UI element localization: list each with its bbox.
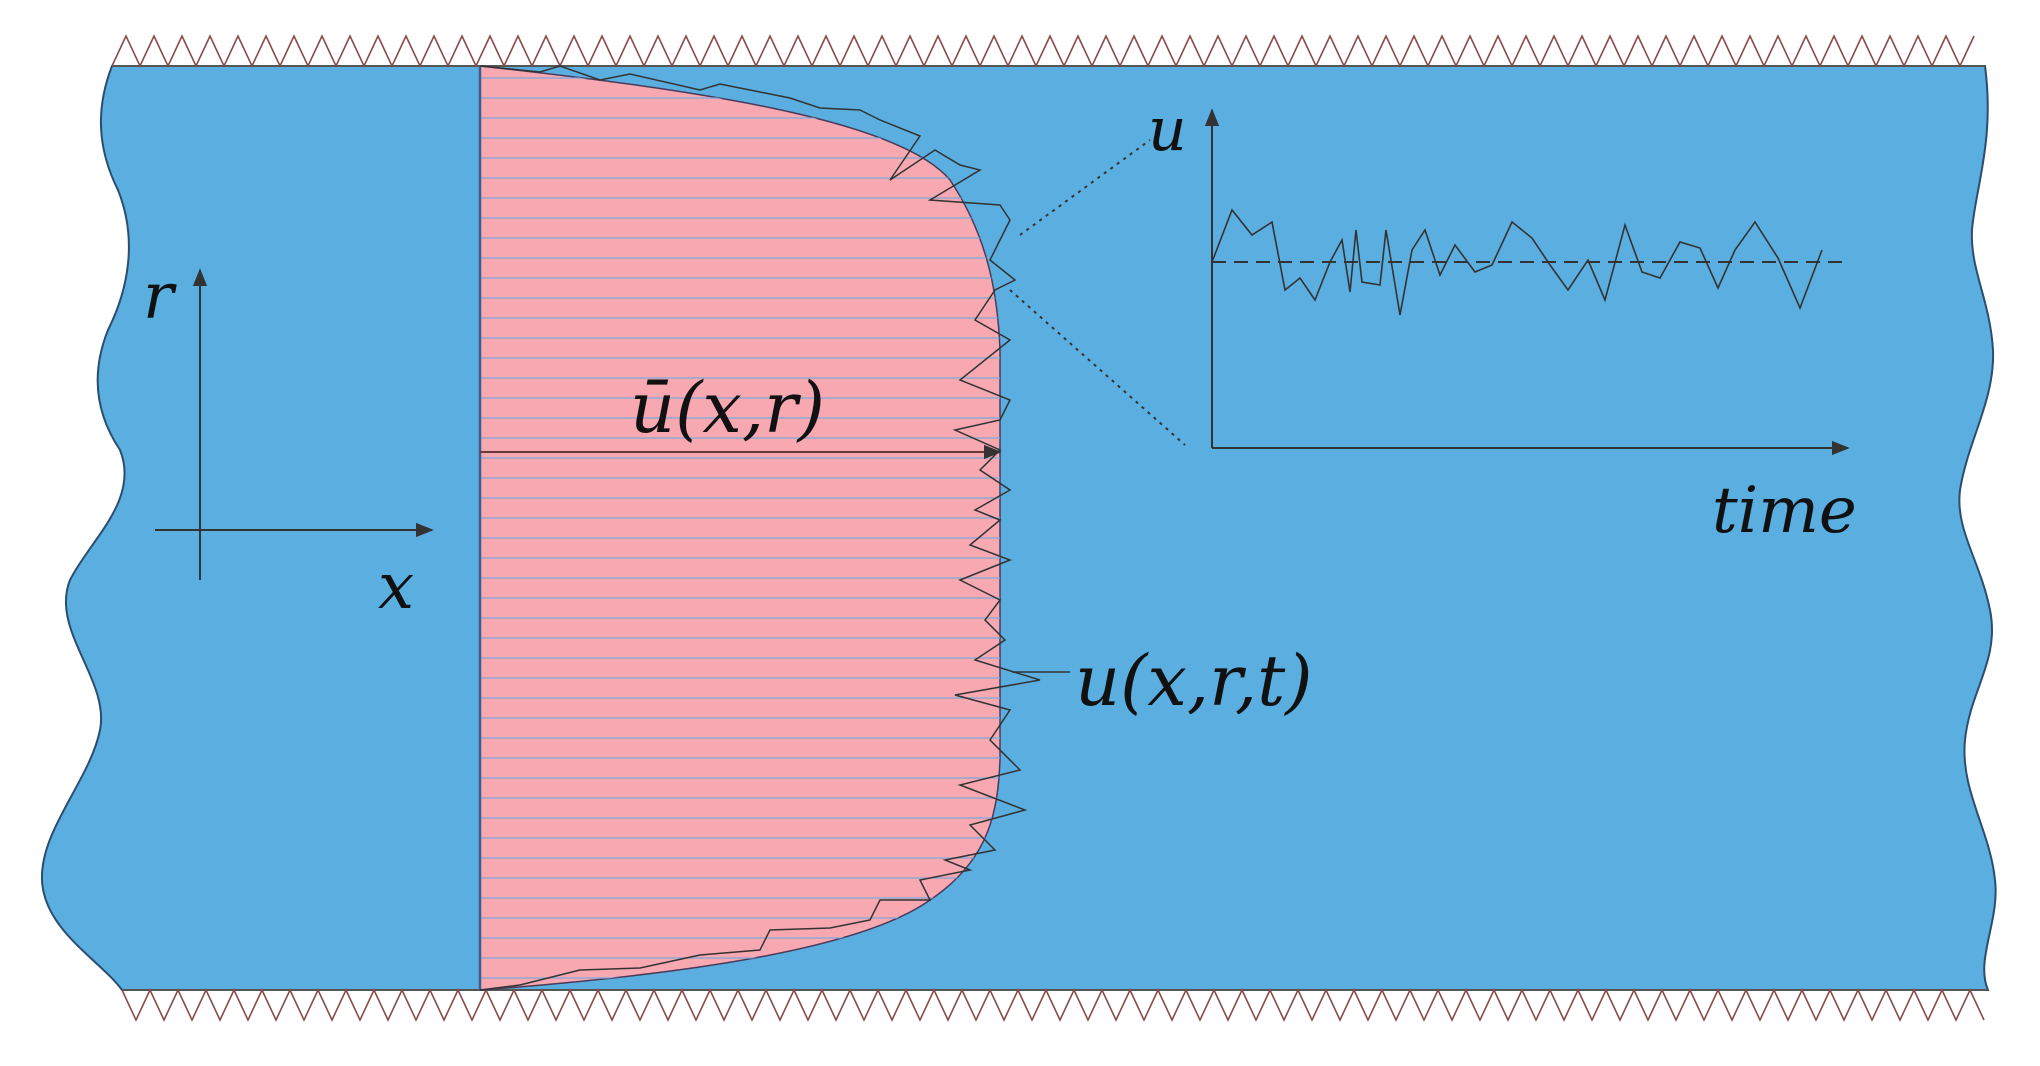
mean-velocity-label: ū(x,r) xyxy=(630,367,825,449)
bottom-wall xyxy=(121,988,1988,1022)
inset-y-axis-label: u xyxy=(1148,95,1187,165)
instantaneous-velocity-label: u(x,r,t) xyxy=(1075,640,1313,722)
mean-velocity-profile xyxy=(478,65,1002,991)
time-series-inset: u time xyxy=(1148,95,1857,548)
coordinate-axes: r x xyxy=(143,260,434,624)
inset-x-axis-label: time xyxy=(1712,474,1857,548)
inset-velocity-signal xyxy=(1211,208,1823,316)
fluid-region xyxy=(40,65,1997,991)
zoom-leader-lines xyxy=(1009,139,1186,446)
r-axis-label: r xyxy=(143,260,177,334)
instantaneous-velocity-curve xyxy=(479,65,1041,991)
top-wall xyxy=(111,34,1985,68)
x-axis-label: x xyxy=(378,550,414,624)
